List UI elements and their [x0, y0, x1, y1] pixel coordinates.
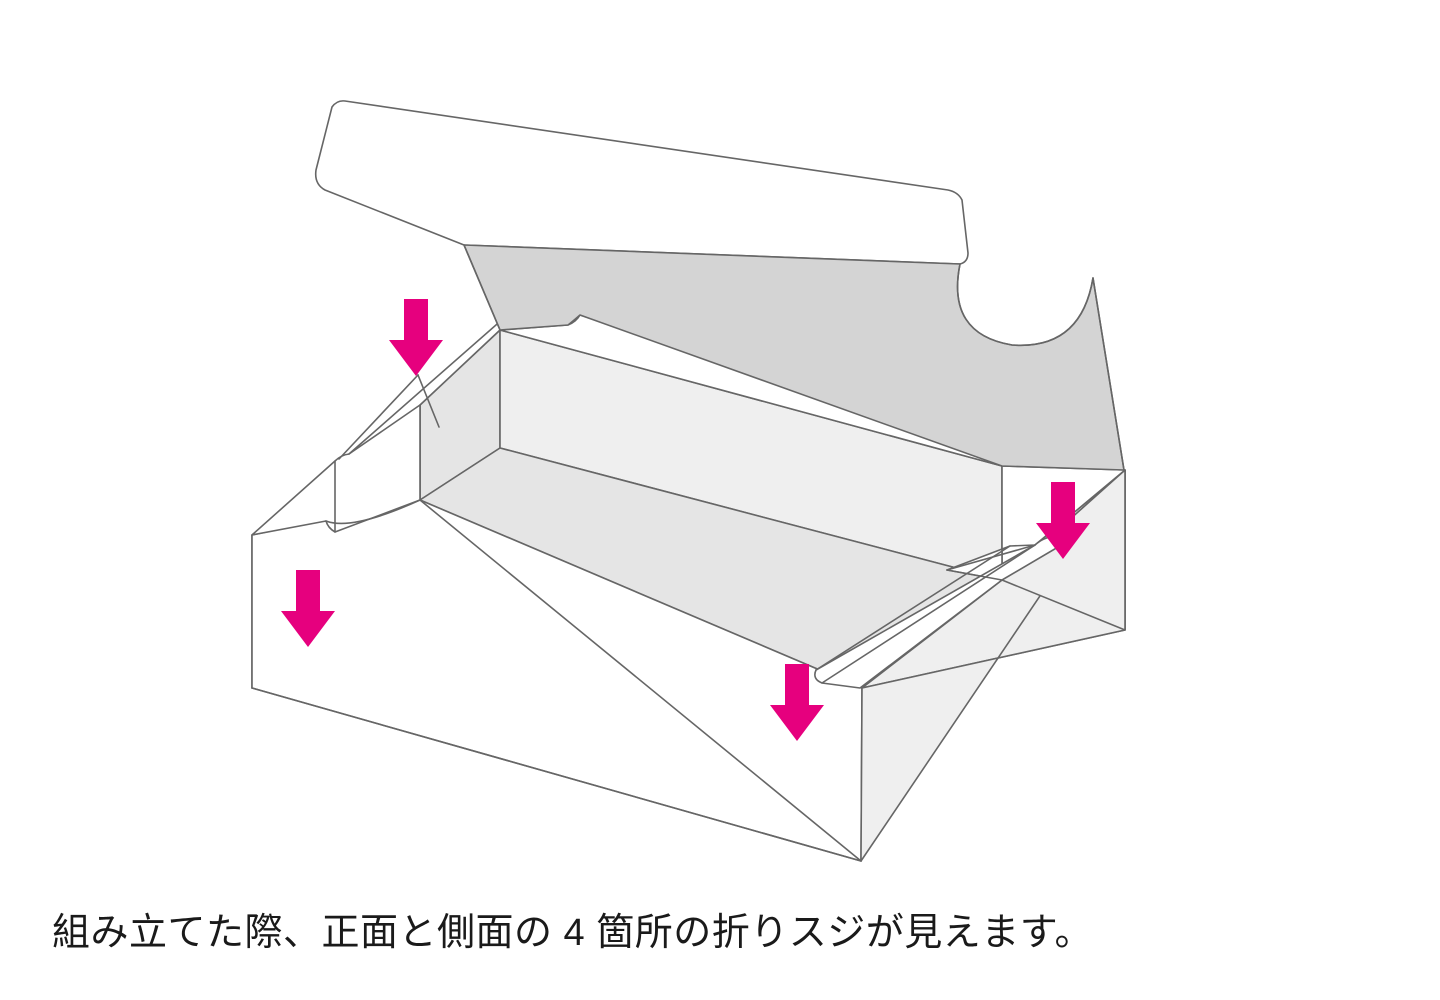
crease-arrows-group [281, 299, 1090, 741]
front-left-fold-triangle [251, 499, 862, 862]
left-crease-lines [338, 374, 440, 460]
lid-fold-edges [463, 244, 1125, 471]
carton-illustration: .ln { fill:none; stroke:#666666; stroke-… [251, 100, 1126, 862]
lid-panel [314, 100, 969, 265]
arrow-front-left-crease [281, 570, 335, 647]
front-rim-hem-flap [814, 536, 1071, 689]
arrow-right-side-crease [1036, 482, 1090, 559]
arrow-left-side-crease [389, 299, 443, 376]
front-right-crease-lines [946, 544, 1036, 581]
arrow-front-right-crease [770, 664, 824, 741]
caption-text: 組み立てた際、正面と側面の 4 箇所の折りスジが見えます。 [52, 912, 1093, 954]
